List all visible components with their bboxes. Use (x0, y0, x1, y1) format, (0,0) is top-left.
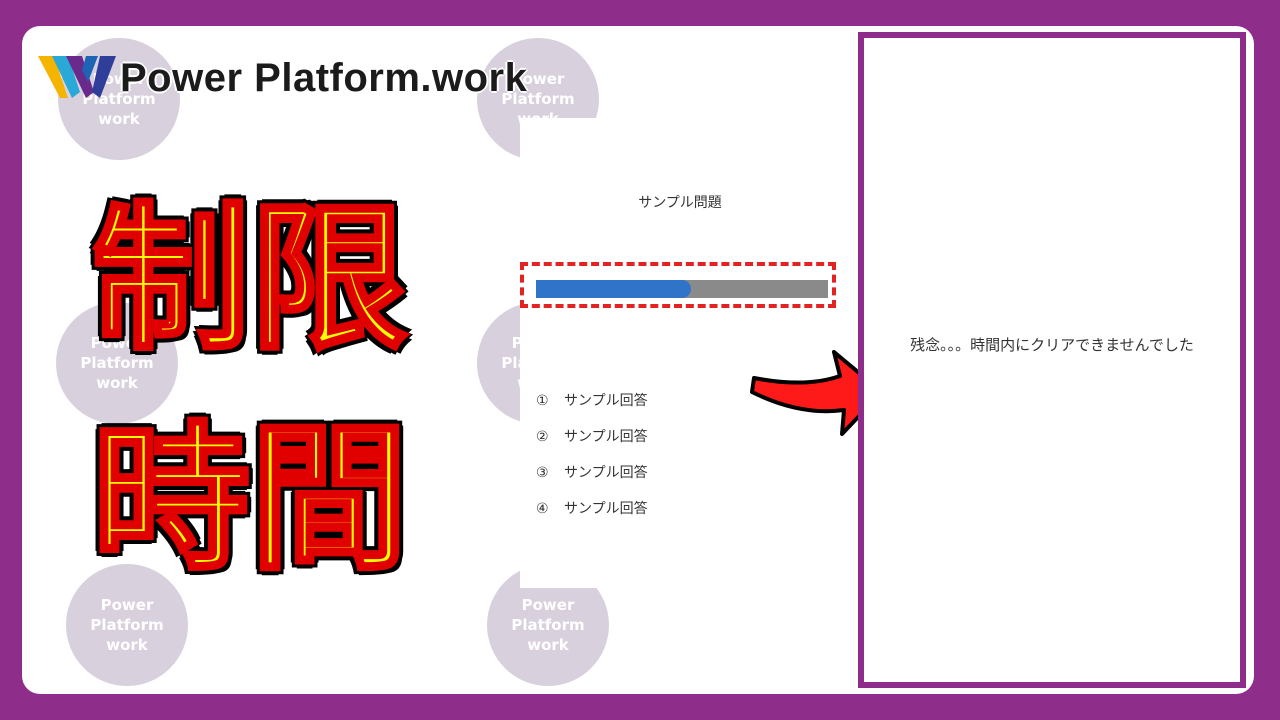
quiz-title: サンプル問題 (638, 195, 722, 211)
watermark-text: Power (511, 70, 565, 88)
watermark-text: work (98, 110, 140, 128)
watermark-text: Platform (511, 616, 585, 634)
answer-label: サンプル回答 (564, 465, 648, 481)
watermark-text: work (96, 374, 138, 392)
watermark-text: Platform (90, 616, 164, 634)
watermark-text: Platform (501, 90, 575, 108)
watermark-text: Power (90, 334, 144, 352)
answer-number: ③ (536, 465, 549, 481)
thumbnail-canvas: Power Platform work Power Platform work … (22, 26, 1254, 694)
answer-number: ① (536, 393, 549, 409)
power-platform-logo-icon (38, 56, 116, 98)
answer-number: ④ (536, 501, 549, 517)
answer-label: サンプル回答 (564, 429, 648, 445)
watermark-text: work (527, 636, 569, 654)
watermark-text: Power (521, 596, 575, 614)
watermark-circle: Power Platform work (66, 564, 188, 686)
answer-option-3[interactable]: ③ サンプル回答 (536, 462, 648, 482)
timer-progress-fill (536, 280, 691, 298)
headline-line-2: 時間 (90, 408, 410, 592)
answer-option-1[interactable]: ① サンプル回答 (536, 390, 648, 410)
watermark-circle: Power Platform work (56, 302, 178, 424)
result-message: 残念。。。時間内にクリアできませんでした (910, 336, 1194, 354)
watermark-text: Power (100, 596, 154, 614)
brand-name: Power Platform.work (120, 56, 528, 100)
answer-label: サンプル回答 (564, 393, 648, 409)
headline-line-1: 制限 (90, 188, 410, 372)
timer-highlight (520, 262, 836, 308)
answer-number: ② (536, 429, 549, 445)
quiz-card: サンプル問題 ① サンプル回答 ② サンプル回答 ③ サンプル回答 ④ サンプル回答 (520, 118, 840, 588)
result-panel: 残念。。。時間内にクリアできませんでした (858, 32, 1246, 688)
answer-label: サンプル回答 (564, 501, 648, 517)
watermark-text: work (106, 636, 148, 654)
answer-option-2[interactable]: ② サンプル回答 (536, 426, 648, 446)
watermark-text: Platform (80, 354, 154, 372)
answer-option-4[interactable]: ④ サンプル回答 (536, 498, 648, 518)
timer-progress-bar (536, 280, 828, 298)
